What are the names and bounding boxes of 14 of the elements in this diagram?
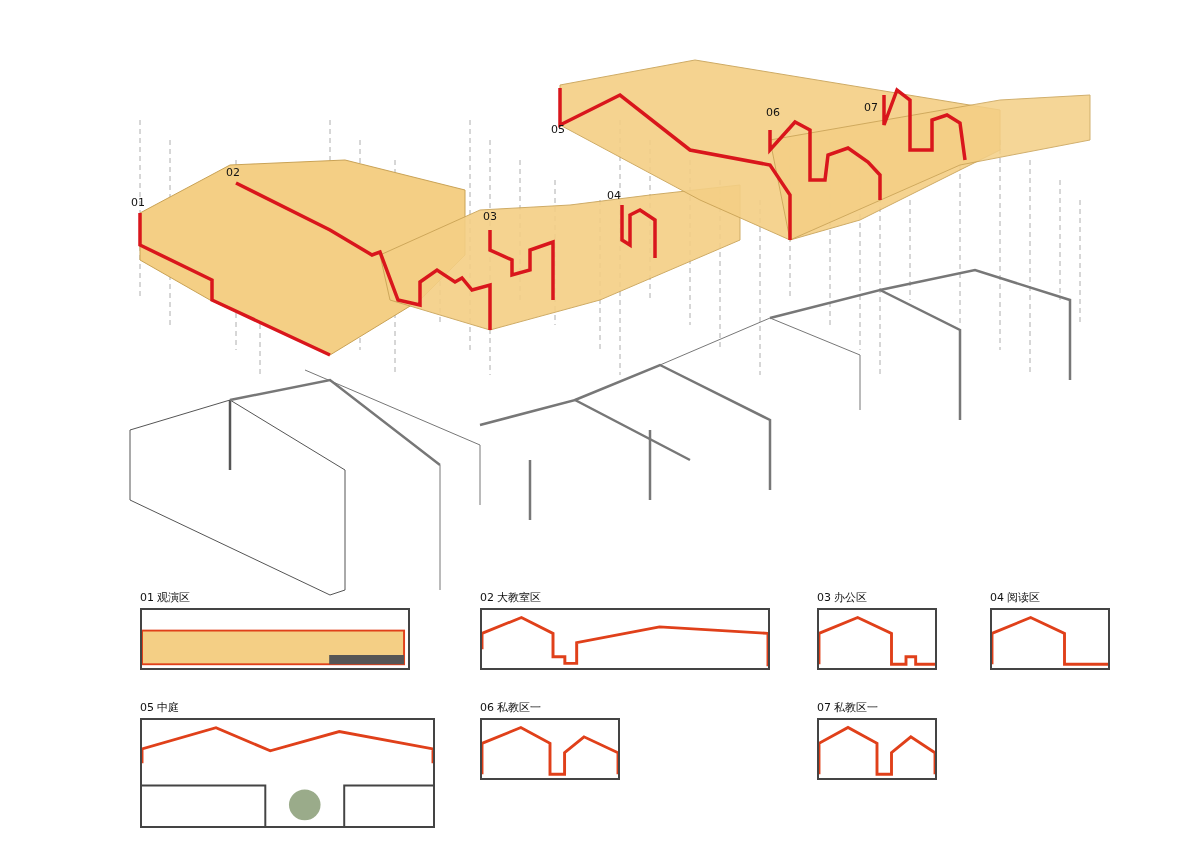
callout-number: 01 <box>131 197 145 209</box>
section-title: 03 办公区 <box>817 591 868 604</box>
callout-number: 07 <box>864 102 878 114</box>
callout-number: 06 <box>766 107 780 119</box>
section-title: 04 阅读区 <box>990 591 1041 604</box>
callout-number: 05 <box>551 124 565 136</box>
callout-number: 04 <box>607 190 621 202</box>
section-title: 02 大教室区 <box>480 591 542 604</box>
section-title: 06 私教区一 <box>480 701 542 714</box>
section-title: 07 私教区一 <box>817 701 879 714</box>
section-title: 05 中庭 <box>140 701 180 714</box>
section-title: 01 观演区 <box>140 591 191 604</box>
callout-number: 02 <box>226 167 240 179</box>
callout-number: 03 <box>483 211 497 223</box>
